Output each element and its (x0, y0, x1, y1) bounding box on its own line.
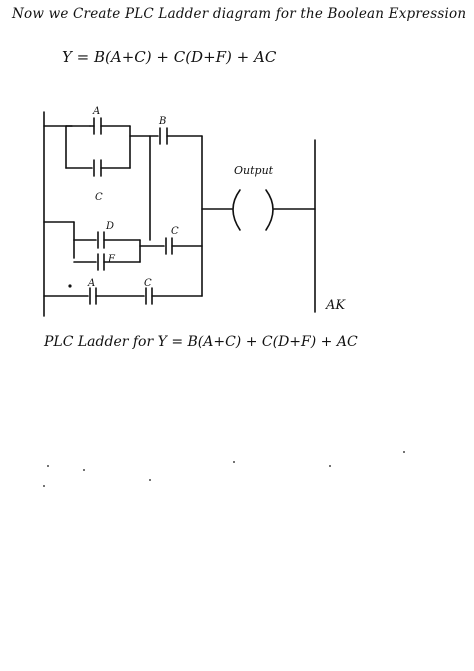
label-a-top: A (92, 106, 100, 117)
contact-d (97, 231, 105, 249)
heading-text: Now we Create PLC Ladder diagram for the… (12, 6, 467, 22)
contact-c-bottom (145, 287, 153, 305)
contact-b (159, 127, 168, 145)
contact-a-top (93, 117, 102, 135)
contact-c-right (165, 237, 173, 255)
output-coil-left (232, 189, 241, 231)
signature: AK (326, 298, 346, 313)
label-f: F (107, 254, 116, 265)
diagram-caption: PLC Ladder for Y = B(A+C) + C(D+F) + AC (44, 334, 358, 350)
label-c-mid: C (95, 192, 103, 203)
label-b: B (158, 116, 166, 127)
contact-c-mid (93, 159, 102, 177)
contact-f (97, 253, 105, 271)
label-d: D (105, 221, 114, 232)
boolean-equation: Y = B(A+C) + C(D+F) + AC (62, 48, 277, 66)
output-coil-right (265, 189, 274, 231)
output-label: Output (234, 164, 274, 177)
label-c-bottom: C (144, 278, 152, 289)
label-a-bottom: A (87, 278, 95, 289)
contact-a-bottom (89, 287, 97, 305)
label-c-right: C (171, 226, 179, 237)
